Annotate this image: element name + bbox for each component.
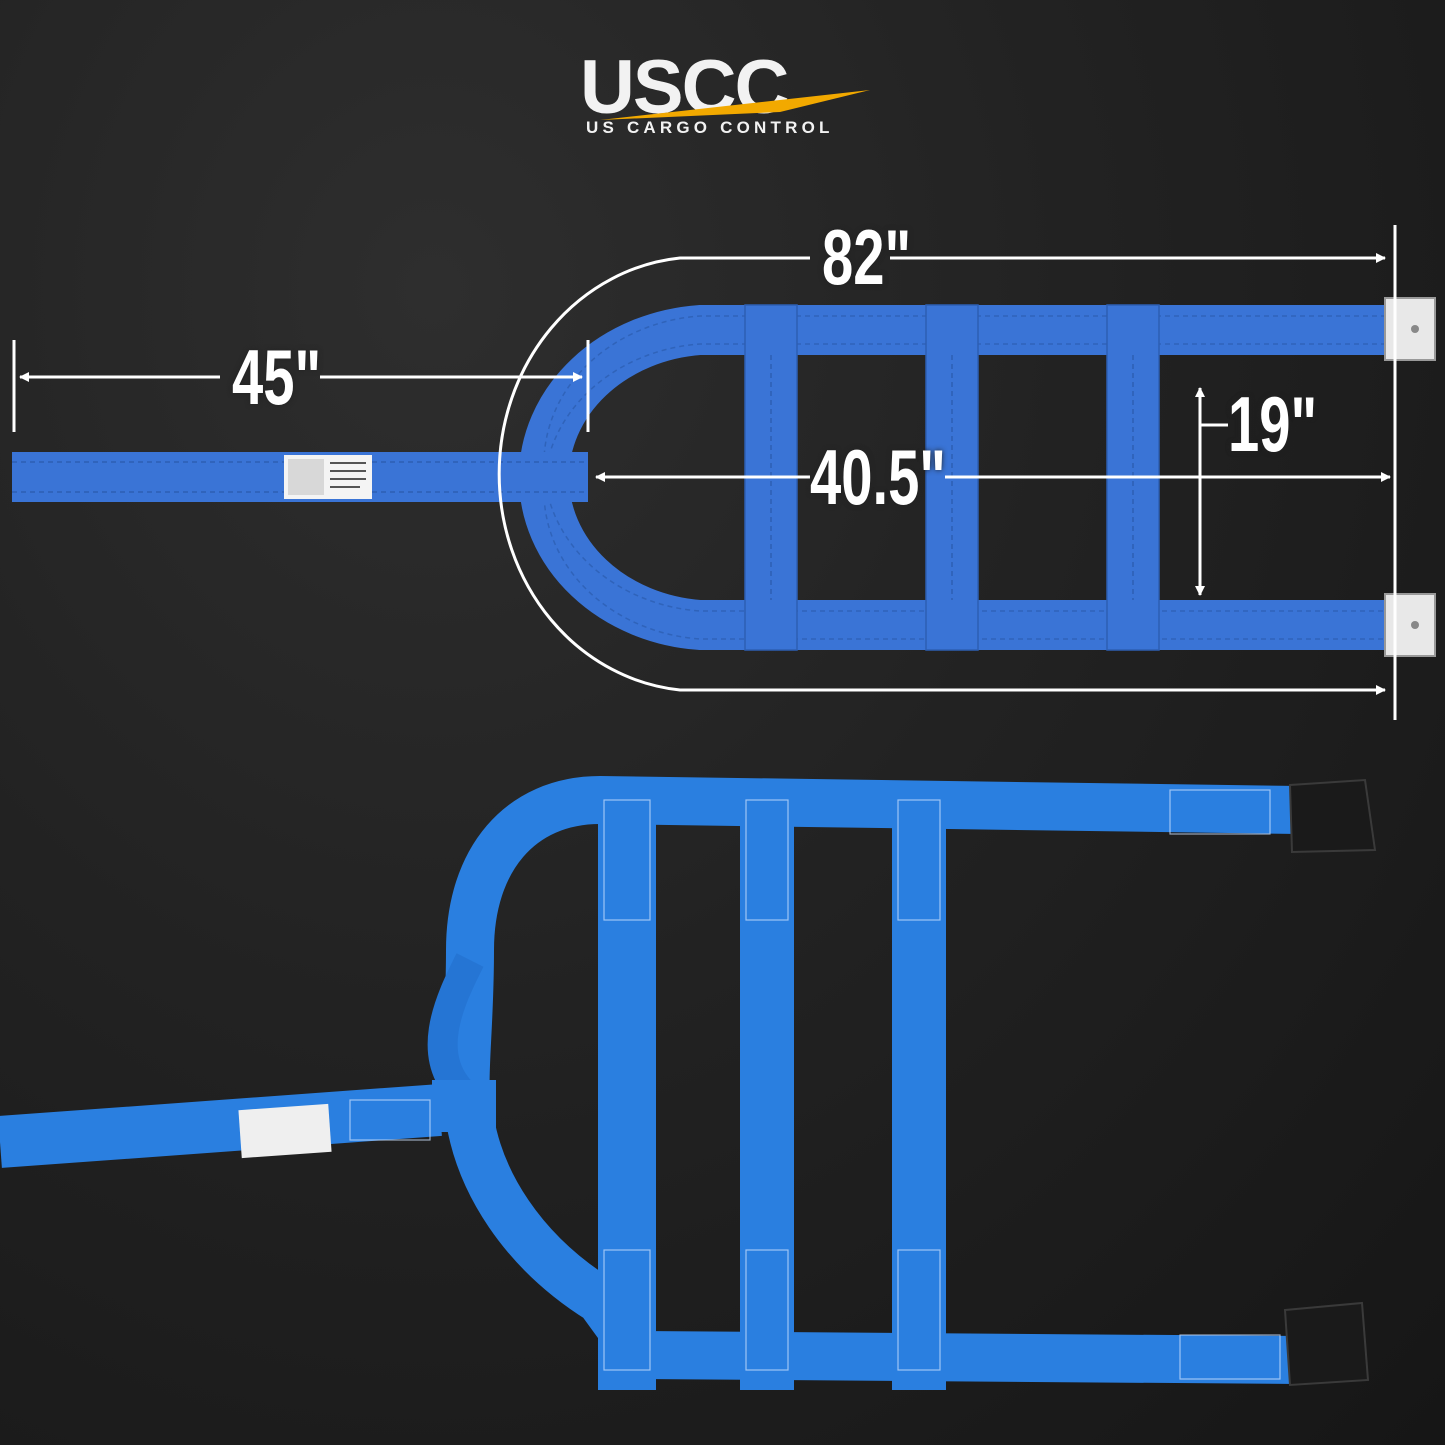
logo-subtitle: US CARGO CONTROL — [586, 118, 834, 137]
e-track-spring-fitting-icon — [1288, 778, 1377, 854]
photo-tail-strap — [0, 1084, 442, 1168]
photo-rung — [598, 790, 656, 1390]
dimension-lines — [12, 225, 1397, 720]
dimension-width: 19" — [1228, 380, 1318, 468]
dimension-overall-length: 82" — [822, 213, 912, 301]
photo-warning-label — [238, 1103, 332, 1159]
dimension-ladder-length: 40.5" — [810, 433, 946, 521]
photo-rung — [740, 790, 794, 1390]
uscc-logo: USCC US CARGO CONTROL — [580, 50, 870, 140]
logo-swoosh-icon — [600, 90, 870, 120]
dimension-tail-length: 45" — [232, 333, 322, 421]
e-track-spring-fitting-icon — [1384, 297, 1436, 361]
e-track-spring-fitting-icon — [1283, 1301, 1370, 1387]
photo-rung — [892, 790, 946, 1390]
photo-loop-strap — [441, 776, 1301, 1384]
product-photo — [0, 776, 1377, 1390]
e-track-spring-fitting-icon — [1384, 593, 1436, 657]
